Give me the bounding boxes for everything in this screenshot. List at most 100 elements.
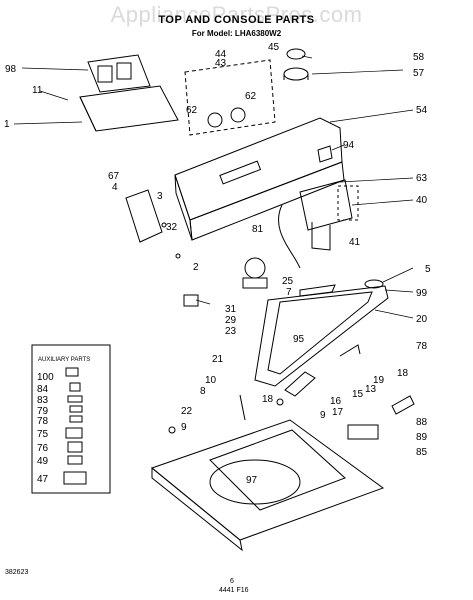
callout-17: 17 [332, 407, 344, 418]
callout-9-left: 9 [181, 422, 187, 433]
tub-opening [209, 459, 301, 505]
console-base [189, 161, 345, 241]
watermark: AppliancePartsPros.com [110, 2, 363, 27]
console-body [174, 117, 343, 221]
callout-41: 41 [349, 237, 361, 248]
callout-45: 45 [268, 42, 280, 53]
callout-97: 97 [246, 475, 258, 486]
console-slot [219, 160, 262, 185]
callout-20: 20 [416, 314, 428, 325]
callout-1: 1 [4, 119, 10, 130]
timer-motor [244, 257, 266, 279]
callout-7: 7 [286, 287, 292, 298]
console-window-right [116, 62, 132, 80]
wire-81 [278, 204, 301, 269]
auxiliary-heading: AUXILIARY PARTS [38, 357, 90, 363]
callout-88: 88 [416, 417, 428, 428]
callout-2: 2 [193, 262, 199, 273]
knob-group-box [184, 59, 276, 136]
timer-knob-cap [286, 48, 306, 60]
bracket-40 [299, 179, 353, 231]
callout-5: 5 [425, 264, 431, 275]
top-front-edge [151, 466, 243, 552]
callout-79: 79 [37, 406, 49, 417]
callout-40: 40 [416, 195, 428, 206]
console-panel [87, 54, 151, 93]
callout-16: 16 [330, 396, 342, 407]
callout-9-right: 9 [320, 410, 326, 421]
callout-4: 4 [112, 182, 118, 193]
callout-57: 57 [413, 68, 425, 79]
callout-98: 98 [5, 64, 17, 75]
callout-75: 75 [37, 429, 49, 440]
screw-9 [168, 426, 176, 434]
callout-22: 22 [181, 406, 193, 417]
console-window-left [97, 65, 113, 83]
auxiliary-parts-box [31, 344, 111, 494]
callout-3: 3 [157, 191, 163, 202]
part-31 [183, 294, 199, 307]
footer-page-code: 4441 F16 [219, 587, 249, 594]
hinge-13 [339, 344, 361, 357]
knob-left [207, 112, 223, 128]
callout-54: 54 [416, 105, 428, 116]
switch-94 [317, 145, 333, 163]
console-end-cap [174, 174, 193, 241]
callout-29: 29 [225, 315, 237, 326]
end-cap-67 [125, 189, 163, 243]
callout-32: 32 [166, 222, 178, 233]
switch-88 [391, 395, 415, 415]
callout-62-right: 62 [245, 91, 257, 102]
part-7 [299, 284, 336, 297]
lid-frame [254, 285, 389, 387]
callout-21: 21 [212, 354, 224, 365]
callout-94: 94 [343, 140, 355, 151]
callout-25: 25 [282, 276, 294, 287]
callout-13: 13 [365, 384, 377, 395]
callout-85: 85 [416, 447, 428, 458]
callout-89: 89 [416, 432, 428, 443]
bracket-dashed-box [337, 185, 359, 221]
callout-78-aux: 78 [37, 416, 49, 427]
timer-motor-mount [242, 277, 268, 289]
pin-8 [239, 394, 246, 421]
callout-47: 47 [37, 474, 49, 485]
callout-95: 95 [293, 334, 305, 345]
callout-100: 100 [37, 372, 54, 383]
callout-31: 31 [225, 304, 237, 315]
callout-44: 44 [215, 49, 227, 60]
hinge-18 [284, 371, 316, 397]
backplate-edge [79, 96, 97, 132]
callout-8: 8 [200, 386, 206, 397]
footer-page-num: 6 [230, 578, 234, 585]
callout-63: 63 [416, 173, 428, 184]
callout-49: 49 [37, 456, 49, 467]
callout-81: 81 [252, 224, 264, 235]
timer-knob [283, 67, 309, 81]
callout-43: 43 [215, 58, 227, 69]
lid-opening [209, 429, 346, 511]
callout-11: 11 [32, 85, 43, 96]
callout-18-left: 18 [262, 394, 274, 405]
footer-code: 382623 [5, 569, 29, 576]
callout-83: 83 [37, 395, 49, 406]
callout-23: 23 [225, 326, 237, 337]
knob-right [230, 107, 246, 123]
callout-76: 76 [37, 443, 49, 454]
switch-85 [347, 424, 379, 440]
diagram-title: TOP AND CONSOLE PARTS [158, 14, 315, 26]
model-label: For Model: LHA6380W2 [191, 29, 282, 38]
callout-19: 19 [373, 375, 385, 386]
callout-18-right: 18 [397, 368, 409, 379]
callout-84: 84 [37, 384, 49, 395]
callout-67: 67 [108, 171, 120, 182]
lid-inner [267, 291, 373, 375]
callout-58: 58 [413, 52, 425, 63]
callout-99: 99 [416, 288, 428, 299]
callout-62-left: 62 [186, 105, 198, 116]
callout-10: 10 [205, 375, 217, 386]
callout-15: 15 [352, 389, 364, 400]
solenoid-41 [311, 222, 331, 251]
console-backplate [79, 85, 179, 132]
